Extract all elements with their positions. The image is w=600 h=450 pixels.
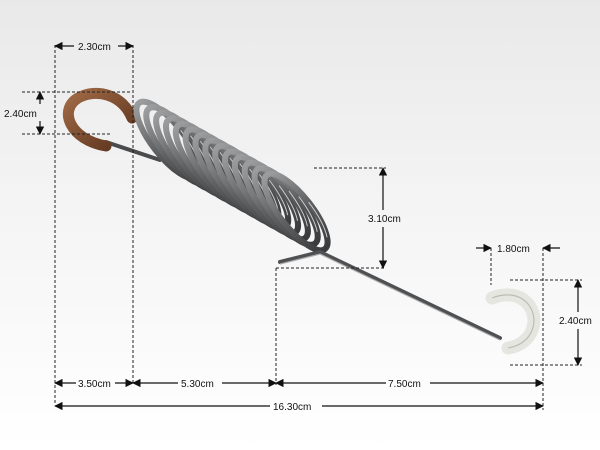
dimension-arrows [35,41,583,411]
label-bottom-hook-width: 1.80cm [497,244,530,255]
coil-highlight [195,134,260,213]
coil-highlight [254,167,319,246]
spring [62,87,541,355]
coil-highlight [165,117,230,196]
coil-highlight [135,101,201,179]
coil-highlight [244,162,309,240]
coil-highlight [224,151,289,229]
coil-highlight [175,123,240,201]
label-top-hook-width: 2.30cm [78,42,111,53]
coil-highlight [155,112,220,190]
label-coil-diameter: 3.10cm [368,214,401,225]
label-segment-coil: 5.30cm [181,379,214,390]
label-segment-tail: 7.50cm [388,379,421,390]
coil-highlight [234,156,299,235]
label-total-length: 16.30cm [273,402,311,413]
coil-highlight [214,145,279,224]
label-top-hook-height: 2.40cm [4,109,37,120]
dimension-labels: 2.30cm 2.40cm 3.10cm 1.80cm 2.40cm 3.50c… [4,42,592,413]
coil-highlight [204,139,269,218]
coil-highlight [263,173,329,251]
coil-highlight [185,128,250,207]
coil-highlight [145,106,210,185]
spring-tail-wire [278,249,502,340]
spring-coils [133,98,331,254]
label-segment-hook: 3.50cm [78,379,111,390]
label-bottom-hook-height: 2.40cm [559,316,592,327]
top-hook-cap [62,87,138,152]
